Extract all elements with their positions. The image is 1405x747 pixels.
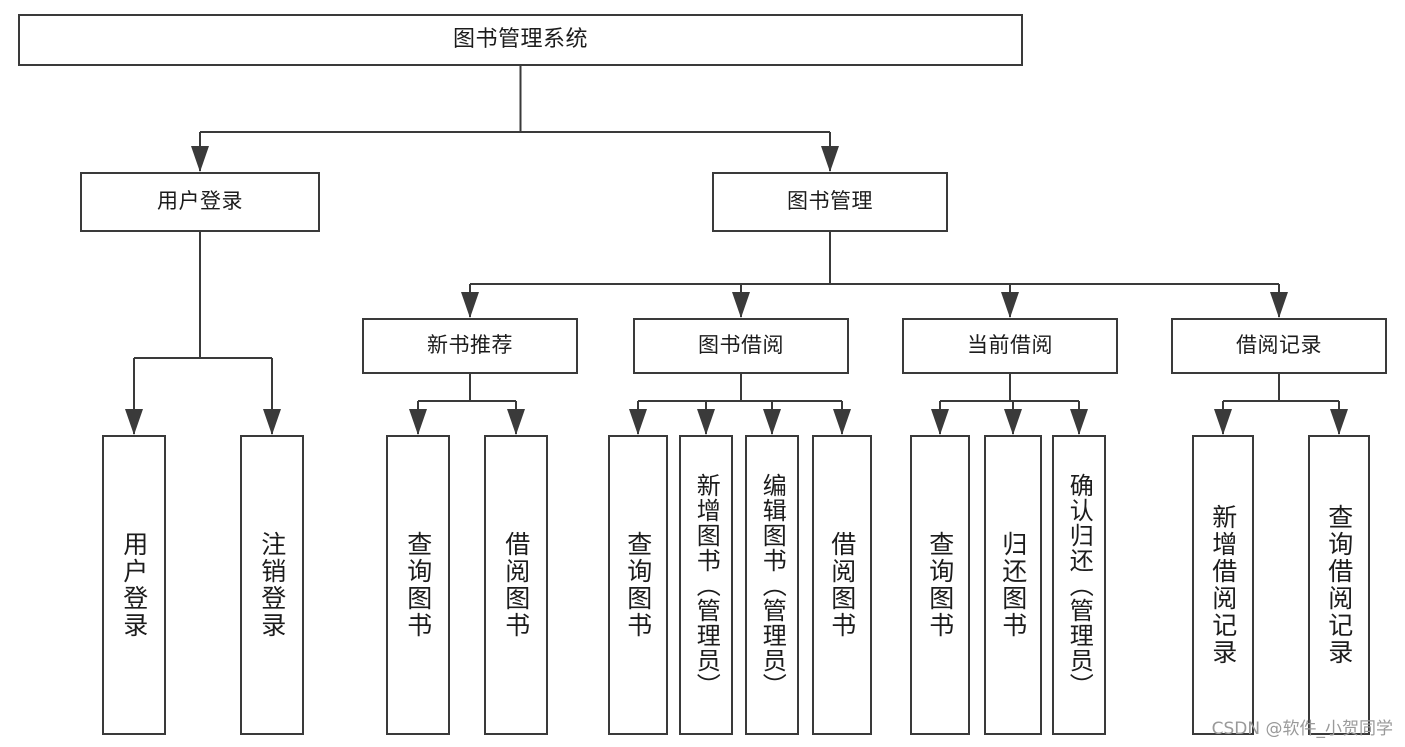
node-root[interactable]: 图书管理系统 xyxy=(18,14,1023,66)
node-label: 归还图书 xyxy=(998,531,1028,639)
arrowhead-icon xyxy=(697,409,715,435)
arrowhead-icon xyxy=(125,409,143,435)
node-label: 查询借阅记录 xyxy=(1324,504,1354,666)
node-label: 确认归还（管理员） xyxy=(1065,472,1094,698)
node-label: 新增借阅记录 xyxy=(1208,504,1238,666)
node-label: 查询图书 xyxy=(623,531,653,639)
arrowhead-icon xyxy=(1004,409,1022,435)
node-book-manage[interactable]: 图书管理 xyxy=(712,172,948,232)
node-leaf-edit-book[interactable]: 编辑图书（管理员） xyxy=(745,435,799,735)
node-label: 编辑图书（管理员） xyxy=(758,472,787,698)
arrowhead-icon xyxy=(409,409,427,435)
arrowhead-icon xyxy=(461,292,479,318)
arrowhead-icon xyxy=(629,409,647,435)
node-label: 查询图书 xyxy=(925,531,955,639)
arrowhead-icon xyxy=(507,409,525,435)
node-user-login[interactable]: 用户登录 xyxy=(80,172,320,232)
node-label: 借阅图书 xyxy=(827,531,857,639)
arrowhead-icon xyxy=(1214,409,1232,435)
node-leaf-query-record[interactable]: 查询借阅记录 xyxy=(1308,435,1370,735)
arrowhead-icon xyxy=(1330,409,1348,435)
arrowhead-icon xyxy=(732,292,750,318)
node-leaf-query-book-2[interactable]: 查询图书 xyxy=(608,435,668,735)
arrowhead-icon xyxy=(1001,292,1019,318)
arrowhead-icon xyxy=(833,409,851,435)
node-leaf-user-logout[interactable]: 注销登录 xyxy=(240,435,304,735)
node-label: 注销登录 xyxy=(257,531,287,639)
arrowhead-icon xyxy=(931,409,949,435)
arrowhead-icon xyxy=(191,146,209,172)
node-label: 借阅图书 xyxy=(501,531,531,639)
arrowhead-icon xyxy=(763,409,781,435)
node-leaf-borrow-book-1[interactable]: 借阅图书 xyxy=(484,435,548,735)
node-label: 图书管理系统 xyxy=(452,26,588,52)
node-label: 借阅记录 xyxy=(1236,333,1322,358)
node-label: 查询图书 xyxy=(403,531,433,639)
node-leaf-add-record[interactable]: 新增借阅记录 xyxy=(1192,435,1254,735)
node-borrow-record[interactable]: 借阅记录 xyxy=(1171,318,1387,374)
node-label: 新增图书（管理员） xyxy=(692,472,721,698)
node-leaf-query-book-3[interactable]: 查询图书 xyxy=(910,435,970,735)
node-leaf-borrow-book-2[interactable]: 借阅图书 xyxy=(812,435,872,735)
node-leaf-add-book[interactable]: 新增图书（管理员） xyxy=(679,435,733,735)
arrowhead-icon xyxy=(263,409,281,435)
csdn-watermark: CSDN @软件_小贺同学 xyxy=(1211,719,1393,739)
node-leaf-confirm-return[interactable]: 确认归还（管理员） xyxy=(1052,435,1106,735)
node-label: 新书推荐 xyxy=(427,333,513,358)
node-label: 当前借阅 xyxy=(967,333,1053,358)
node-new-book-rec[interactable]: 新书推荐 xyxy=(362,318,578,374)
arrowhead-icon xyxy=(1270,292,1288,318)
arrowhead-icon xyxy=(1070,409,1088,435)
node-label: 图书借阅 xyxy=(698,333,784,358)
arrowhead-icon xyxy=(821,146,839,172)
node-book-borrow[interactable]: 图书借阅 xyxy=(633,318,849,374)
node-current-borrow[interactable]: 当前借阅 xyxy=(902,318,1118,374)
node-label: 图书管理 xyxy=(787,189,873,214)
node-label: 用户登录 xyxy=(157,189,243,214)
node-label: 用户登录 xyxy=(119,531,149,639)
node-leaf-user-login[interactable]: 用户登录 xyxy=(102,435,166,735)
node-leaf-return-book[interactable]: 归还图书 xyxy=(984,435,1042,735)
node-leaf-query-book-1[interactable]: 查询图书 xyxy=(386,435,450,735)
